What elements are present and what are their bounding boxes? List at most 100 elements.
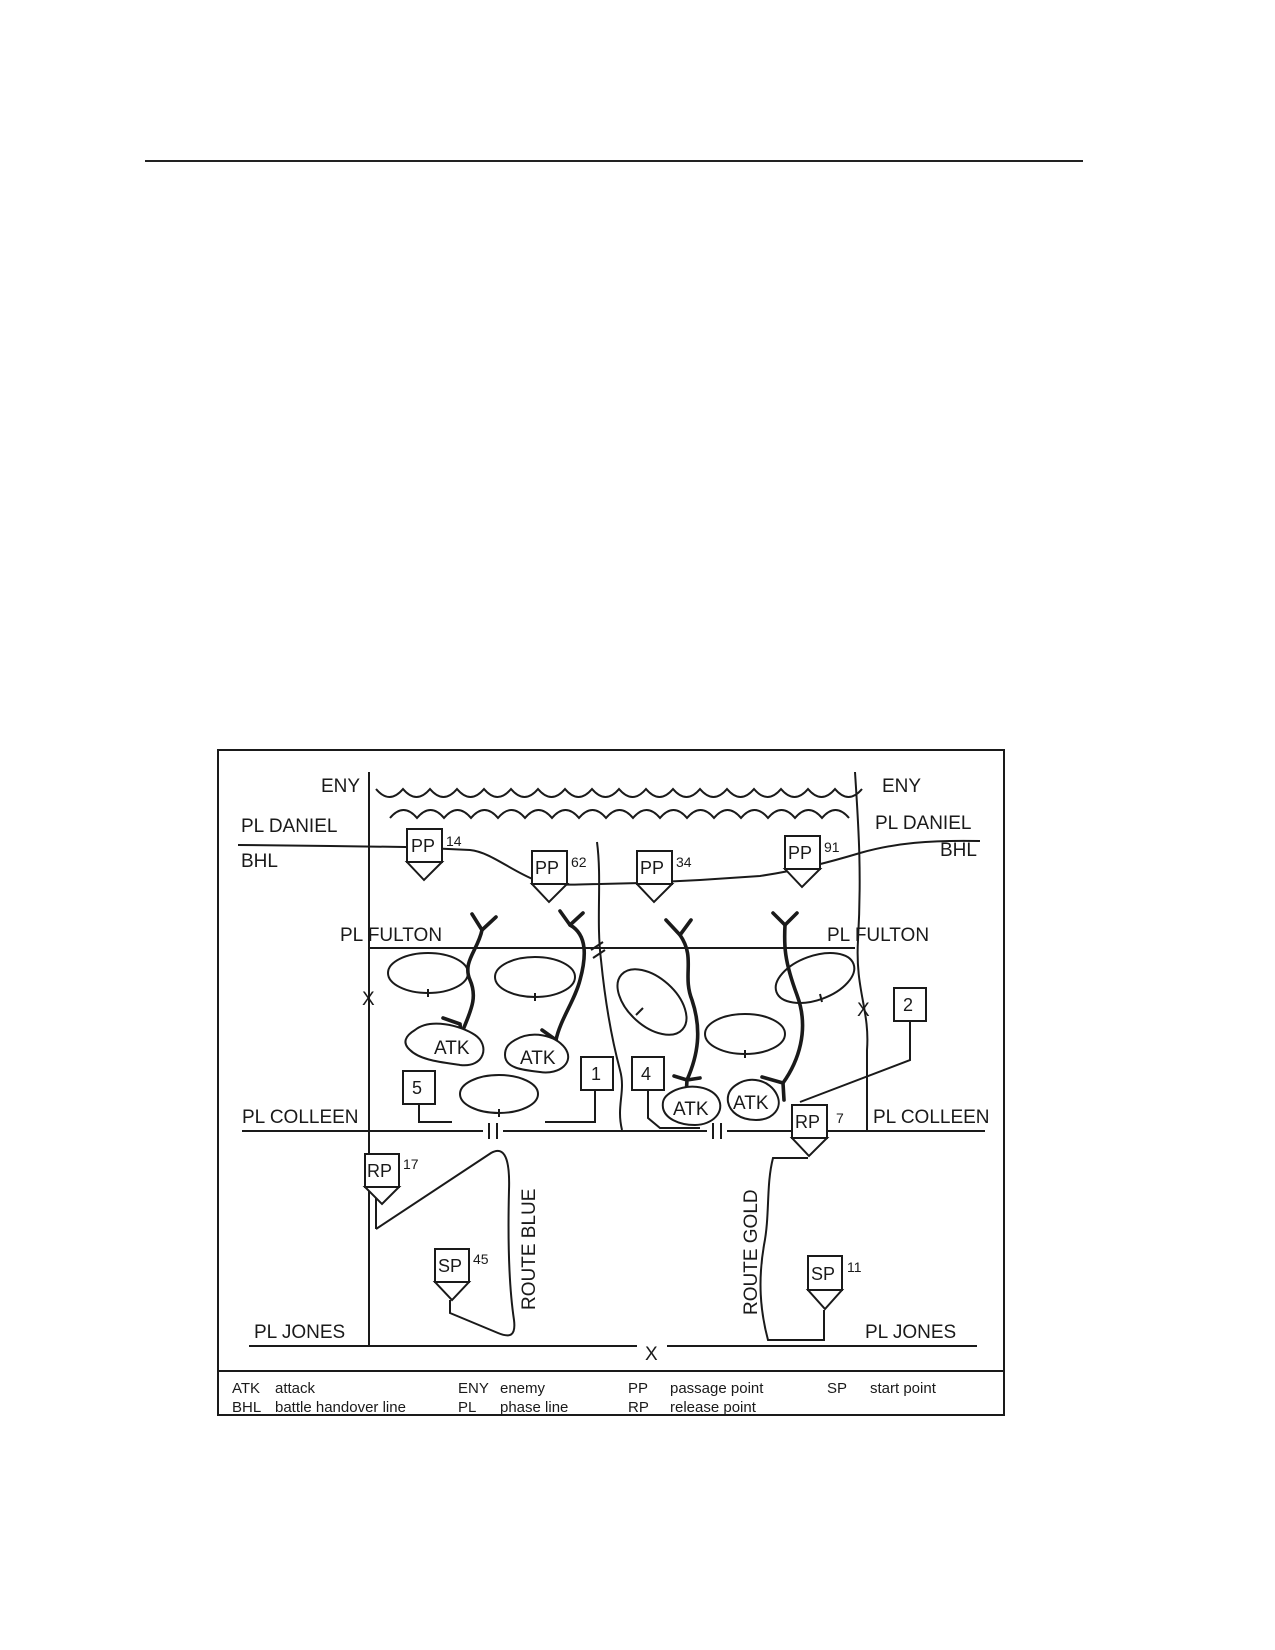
rp7-pointer — [789, 1137, 830, 1158]
pp14-number: 14 — [446, 833, 462, 849]
legend-abbr-pp: PP — [628, 1380, 648, 1397]
attack-axis-3 — [678, 933, 700, 1082]
rp17-box — [364, 1153, 400, 1188]
unit-box-1-label: 1 — [591, 1064, 601, 1084]
legend-abbr-atk: ATK — [232, 1380, 260, 1397]
pp34-box — [636, 850, 673, 885]
objective-ellipse — [387, 952, 469, 994]
atk-position-4 — [726, 1078, 780, 1122]
objective-tick — [635, 1007, 644, 1016]
objective-ellipse — [616, 968, 688, 1036]
pp14-box — [406, 828, 443, 863]
boundary-tick — [592, 949, 606, 959]
page-top-rule — [145, 160, 1083, 162]
legend-abbr-rp: RP — [628, 1399, 649, 1416]
unit-box-5-leader — [418, 1100, 452, 1123]
attack-axis-1 — [461, 928, 484, 1032]
diagram-frame — [217, 749, 1005, 1416]
legend: ATK attack BHL battle handover line ENY … — [232, 1380, 937, 1416]
unit-box-5 — [402, 1070, 436, 1105]
atk-position-3 — [661, 1085, 722, 1127]
sp11-number: 11 — [847, 1259, 862, 1275]
bhl-label-right: BHL — [940, 840, 977, 861]
pp91-pointer — [782, 868, 823, 889]
pl-daniel-bhl-line — [237, 839, 981, 886]
eny-label-left: ENY — [321, 776, 360, 797]
pp91-number: 91 — [824, 839, 840, 855]
pp62-label: PP — [535, 858, 559, 878]
objective-ellipse — [459, 1074, 539, 1114]
sp45-number: 45 — [473, 1251, 489, 1267]
route-gold-label: ROUTE GOLD — [741, 1189, 762, 1315]
pp34-pointer — [634, 883, 675, 904]
pl-colleen-label-right: PL COLLEEN — [873, 1107, 990, 1128]
pp14-pointer — [404, 861, 445, 882]
attack-axis-1-arrowheads — [441, 912, 498, 1042]
unit-box-4-label: 4 — [641, 1064, 651, 1084]
pl-jones-label-left: PL JONES — [254, 1322, 345, 1343]
attack-axis-4 — [781, 923, 805, 1085]
objective-tick — [819, 993, 823, 1003]
boundary-x-right: X — [857, 1000, 870, 1021]
objective-ellipse — [494, 956, 576, 998]
center-boundary-line — [596, 841, 623, 1131]
passage-point-62: PP 62 — [529, 850, 587, 904]
start-point-45: SP 45 — [432, 1248, 489, 1302]
sp45-label: SP — [438, 1256, 462, 1276]
unit-box-2-leader — [799, 1021, 911, 1103]
objective-ellipse — [704, 1013, 786, 1055]
legend-abbr-sp: SP — [827, 1380, 847, 1397]
sp11-label: SP — [811, 1264, 835, 1284]
pl-daniel-label-right: PL DANIEL — [875, 813, 971, 834]
attack-axis-4-arrowheads — [760, 911, 799, 1102]
pl-fulton-label-right: PL FULTON — [827, 925, 929, 946]
rp7-number: 7 — [836, 1110, 844, 1126]
rp17-label: RP — [367, 1161, 392, 1181]
boundary-x-bottom: X — [645, 1344, 658, 1365]
sp45-pointer — [432, 1281, 472, 1302]
objective-ellipse — [774, 952, 856, 1004]
unit-box-1 — [580, 1056, 614, 1091]
pp34-number: 34 — [676, 854, 692, 870]
bhl-label-left: BHL — [241, 851, 278, 872]
legend-meaning-pp: passage point — [670, 1380, 764, 1397]
route-blue-label: ROUTE BLUE — [519, 1189, 540, 1310]
pl-jones-label-right: PL JONES — [865, 1322, 956, 1343]
legend-meaning-rp: release point — [670, 1399, 757, 1416]
passage-point-91: PP 91 — [782, 835, 840, 889]
passage-lane-gap-marks — [488, 1123, 722, 1139]
legend-meaning-eny: enemy — [500, 1380, 546, 1397]
pl-fulton-label-left: PL FULTON — [340, 925, 442, 946]
legend-abbr-bhl: BHL — [232, 1399, 261, 1416]
unit-box-1-leader — [545, 1090, 596, 1123]
pp34-label: PP — [640, 858, 664, 878]
legend-abbr-eny: ENY — [458, 1380, 489, 1397]
release-point-7: RP 7 — [789, 1104, 844, 1158]
release-point-17: RP 17 — [362, 1153, 419, 1206]
attack-axis-2-arrowheads — [540, 909, 585, 1058]
rp17-pointer — [362, 1186, 402, 1206]
passage-point-34: PP 34 — [634, 850, 692, 904]
attack-axis-2 — [554, 923, 587, 1042]
enemy-scallop-row-top — [375, 787, 863, 798]
legend-meaning-atk: attack — [275, 1380, 316, 1397]
unit-box-2 — [893, 987, 927, 1022]
pp91-box — [784, 835, 821, 870]
enemy-scallop-row-bottom — [389, 809, 850, 820]
atk-label-2: ATK — [520, 1048, 556, 1069]
route-blue-line — [375, 1150, 516, 1337]
pp91-label: PP — [788, 843, 812, 863]
pl-daniel-label-left: PL DANIEL — [241, 816, 337, 837]
unit-box-4 — [631, 1056, 665, 1091]
pp62-pointer — [529, 883, 570, 904]
legend-meaning-pl: phase line — [500, 1399, 568, 1416]
eny-label-right: ENY — [882, 776, 921, 797]
right-boundary-line — [854, 771, 869, 1130]
pl-colleen-label-left: PL COLLEEN — [242, 1107, 359, 1128]
pp62-number: 62 — [571, 854, 587, 870]
attack-axis-3-arrowheads — [664, 918, 702, 1098]
legend-meaning-sp: start point — [870, 1380, 937, 1397]
atk-position-2 — [503, 1033, 570, 1074]
pp14-label: PP — [411, 836, 435, 856]
